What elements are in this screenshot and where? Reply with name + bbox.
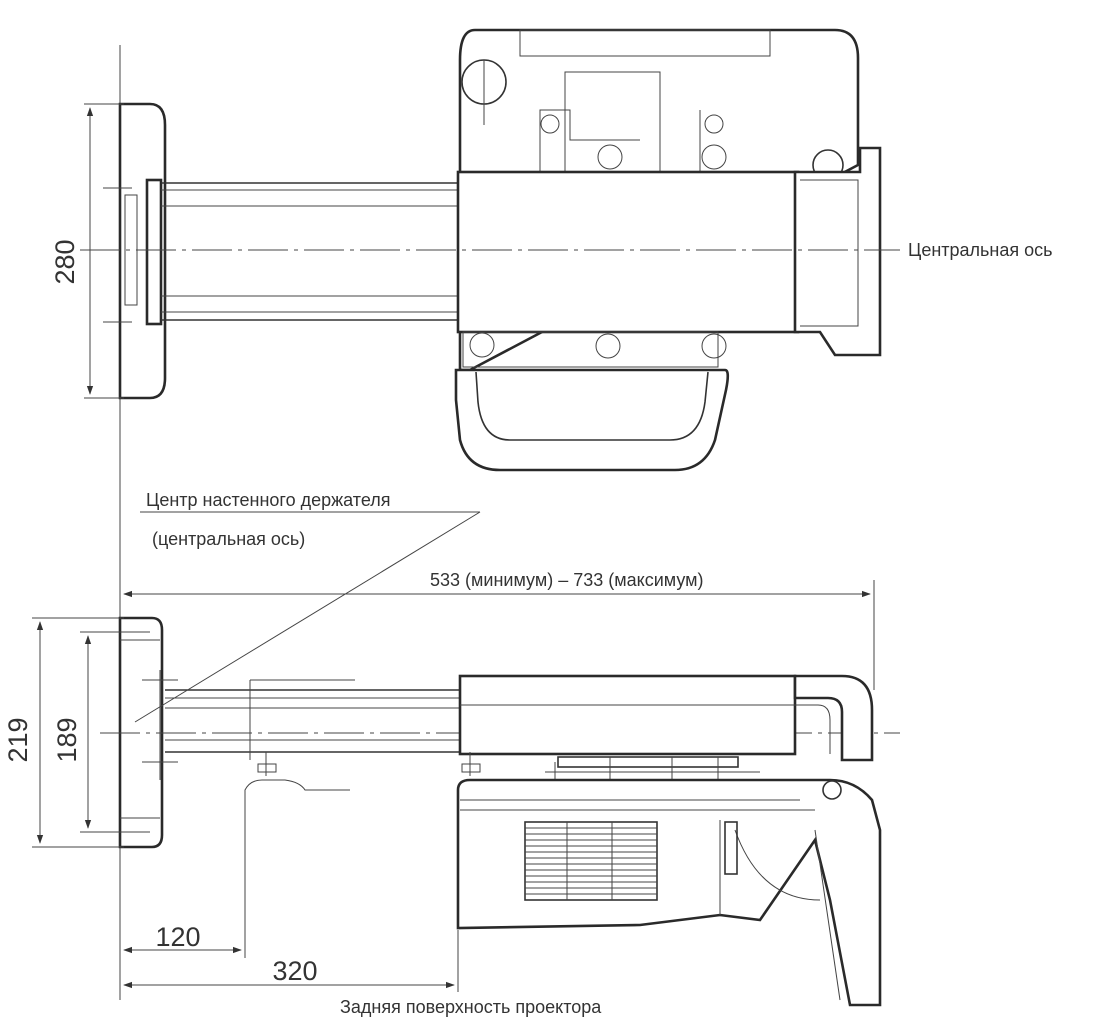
- dim-label-320: 320: [272, 956, 317, 986]
- projector-body-side: [456, 778, 882, 1007]
- dim-label-189: 189: [52, 717, 82, 762]
- mount-center-label: Центр настенного держателя: [146, 490, 391, 510]
- side-view: [32, 511, 900, 1007]
- mount-center-leader: [134, 511, 481, 723]
- dim-label-219: 219: [3, 717, 33, 762]
- arm-block-side: [458, 674, 797, 756]
- center-band-top: [456, 170, 800, 334]
- center-axis-label: Центральная ось: [908, 240, 1053, 260]
- dim-label-280: 280: [50, 239, 80, 284]
- back-surface-label: Задняя поверхность проектора: [340, 997, 602, 1017]
- dim-label-120: 120: [155, 922, 200, 952]
- projector-handle: [454, 368, 730, 472]
- mount-center-sublabel: (центральная ось): [152, 529, 305, 549]
- wall-plate-side: [118, 616, 164, 849]
- arm-clamp-top: [145, 178, 163, 326]
- overall-length-label: 533 (минимум) – 733 (максимум): [430, 570, 704, 590]
- arm-bend-side: [793, 674, 874, 762]
- vent-grille: [524, 821, 658, 901]
- top-view: [80, 28, 900, 1000]
- end-cap-top: [793, 146, 882, 357]
